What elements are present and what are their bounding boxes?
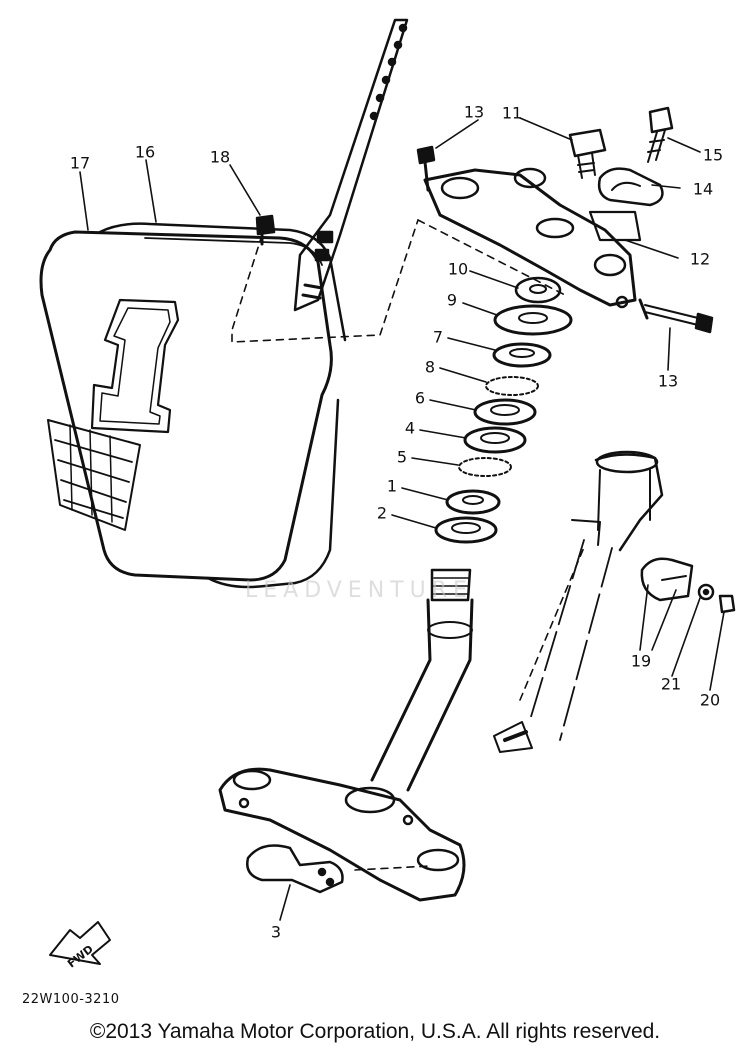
callout-7: 7 bbox=[432, 327, 444, 347]
callout-18: 18 bbox=[209, 147, 231, 167]
callout-4: 4 bbox=[404, 418, 416, 438]
callout-13-lower: 13 bbox=[657, 371, 679, 391]
leader-lines bbox=[79, 117, 725, 921]
callout-17: 17 bbox=[69, 153, 91, 173]
callout-16: 16 bbox=[134, 142, 156, 162]
callout-10: 10 bbox=[447, 259, 469, 279]
under-bracket bbox=[218, 767, 466, 902]
fork-tube-outline bbox=[493, 450, 664, 753]
callout-6: 6 bbox=[414, 388, 426, 408]
callout-3: 3 bbox=[270, 922, 282, 942]
callout-20: 20 bbox=[699, 690, 721, 710]
number-plate-stay bbox=[293, 18, 409, 312]
bolt-15 bbox=[647, 106, 674, 163]
callout-2: 2 bbox=[376, 503, 388, 523]
clamp-19 bbox=[640, 557, 736, 614]
copyright-notice: ©2013 Yamaha Motor Corporation, U.S.A. A… bbox=[89, 1020, 661, 1043]
watermark: LEADVENTURE bbox=[245, 578, 473, 603]
steering-stack bbox=[434, 276, 573, 544]
callout-11: 11 bbox=[501, 103, 523, 123]
callout-1: 1 bbox=[386, 476, 398, 496]
handlebar-holder-14 bbox=[597, 167, 664, 207]
fwd-arrow-icon bbox=[49, 921, 111, 965]
bolt-13-lower bbox=[638, 298, 714, 334]
callout-5: 5 bbox=[396, 447, 408, 467]
bolt-13-upper bbox=[416, 145, 436, 192]
callout-19: 19 bbox=[630, 651, 652, 671]
callout-14: 14 bbox=[692, 179, 714, 199]
drawing-code: 22W100-3210 bbox=[22, 992, 120, 1007]
callout-12: 12 bbox=[689, 249, 711, 269]
callout-9: 9 bbox=[446, 290, 458, 310]
guide-lines bbox=[231, 219, 586, 871]
callout-13-upper: 13 bbox=[463, 102, 485, 122]
callout-15: 15 bbox=[702, 145, 724, 165]
callout-8: 8 bbox=[424, 357, 436, 377]
number-plate bbox=[39, 222, 347, 589]
upper-bracket bbox=[423, 167, 642, 309]
cable-guide-3 bbox=[246, 844, 344, 894]
steering-stem bbox=[370, 568, 474, 792]
bolt-18 bbox=[255, 214, 276, 246]
bolt-11 bbox=[568, 128, 607, 179]
callout-21: 21 bbox=[660, 674, 682, 694]
